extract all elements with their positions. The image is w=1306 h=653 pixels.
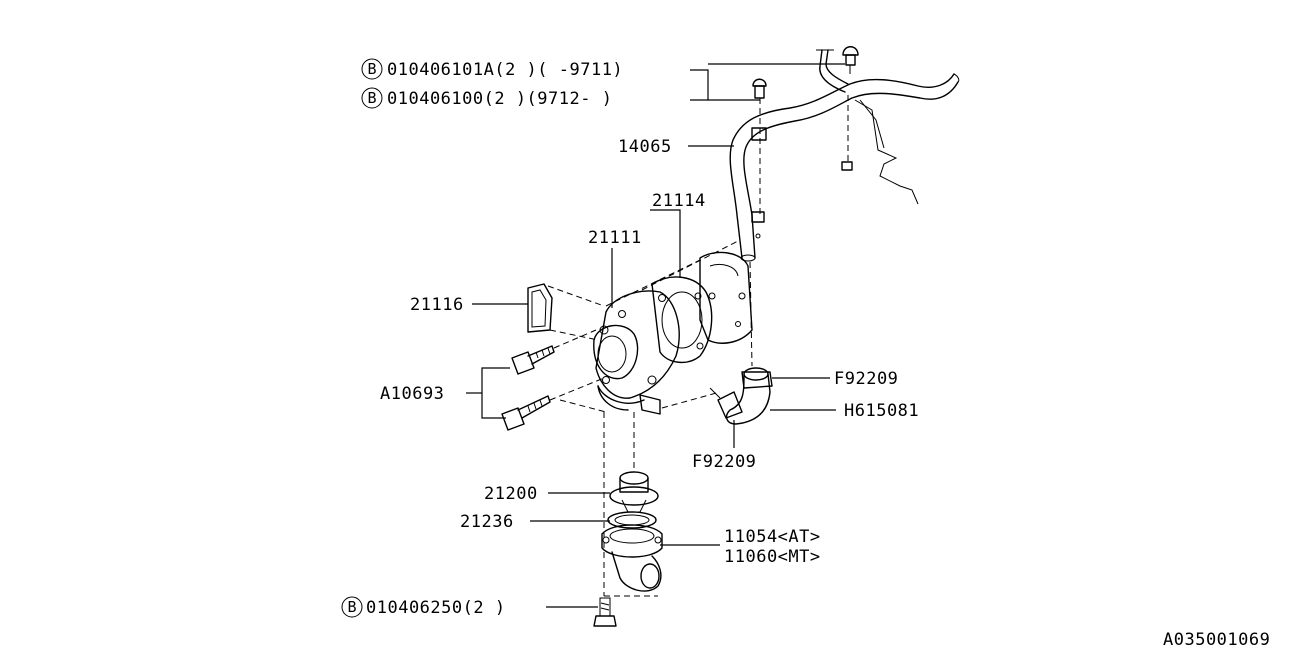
callout-a10693: A10693 [380,384,444,404]
water-pump [593,276,713,415]
bolts-a10693 [501,329,605,431]
callout-21111: 21111 [588,228,642,248]
gasket-plate [699,233,761,344]
leader-lines [466,63,845,608]
callout-21236: 21236 [460,512,514,532]
bolt-symbol-a-letter: B [367,60,376,78]
callout-bolt-bottom: 010406250(2 ) [366,598,506,618]
timing-cover [527,283,605,341]
callout-bolt-a: 010406101A(2 )( -9711) [387,60,623,80]
callout-f92209-upper: F92209 [834,369,898,389]
callout-21200: 21200 [484,484,538,504]
engine-block-outline [841,95,919,205]
bypass-hose [709,367,773,425]
bolt-symbol-a: B [361,58,383,80]
thermostat [609,471,659,513]
callout-21116: 21116 [410,295,464,315]
bolt-symbol-b: B [361,87,383,109]
bolt-symbol-c: B [341,596,363,618]
callout-21114: 21114 [652,191,706,211]
callout-14065: 14065 [618,137,672,157]
bolt-symbol-b-letter: B [367,89,376,107]
assembly-guides [559,239,753,597]
callout-f92209-lower: F92209 [692,452,756,472]
upper-bolts [752,46,859,216]
thermostat-housing [601,524,663,592]
bolt-symbol-c-letter: B [347,598,356,616]
diagram-id: A035001069 [1163,630,1270,650]
bottom-bolt [593,597,617,627]
callout-bolt-b: 010406100(2 )(9712- ) [387,89,612,109]
callout-11054-at: 11054<AT> [724,527,821,547]
callout-h615081: H615081 [844,401,919,421]
callout-11060-mt: 11060<MT> [724,547,821,567]
